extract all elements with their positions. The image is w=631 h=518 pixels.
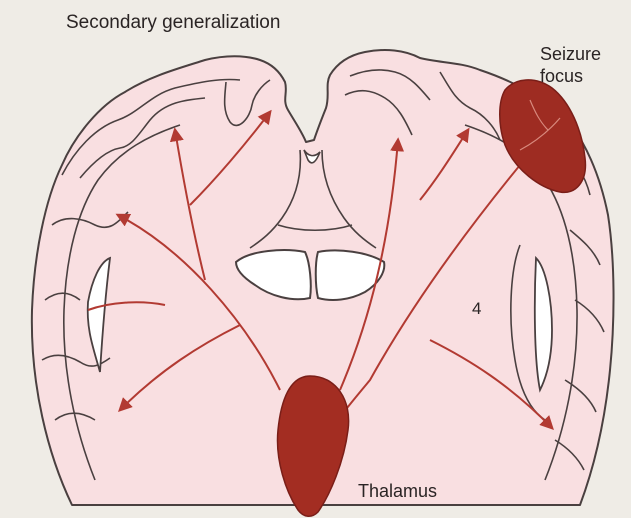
seizure-label-line1: Seizure (540, 44, 601, 64)
diagram-title: Secondary generalization (66, 13, 280, 32)
thalamus-label: Thalamus (358, 482, 437, 500)
seizure-focus-label: Seizure focus (540, 43, 601, 87)
number-label: 4 (472, 300, 481, 317)
seizure-label-line2: focus (540, 66, 583, 86)
